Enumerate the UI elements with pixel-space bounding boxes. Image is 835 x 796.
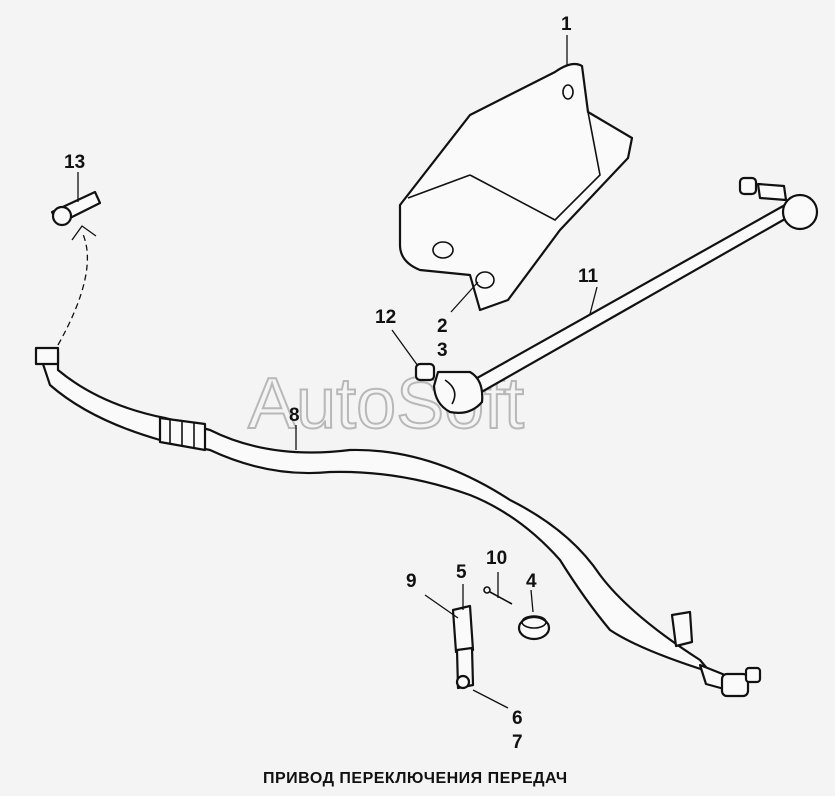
part-5-lever-link	[451, 604, 475, 690]
callout-1: 1	[561, 14, 572, 35]
callout-5: 5	[456, 562, 467, 583]
part-13-bolt	[50, 190, 102, 227]
callout-2: 2	[437, 316, 448, 337]
callout-8: 8	[289, 405, 300, 426]
callout-7: 7	[512, 732, 523, 753]
callout-12: 12	[375, 307, 396, 328]
callout-3: 3	[437, 340, 448, 361]
leader-lines	[77, 35, 598, 709]
callout-6: 6	[512, 708, 523, 729]
diagram-caption: ПРИВОД ПЕРЕКЛЮЧЕНИЯ ПЕРЕДАЧ	[263, 770, 568, 787]
part-4-clip	[517, 615, 551, 641]
callout-11: 11	[578, 266, 599, 287]
part-12-ball-joint	[414, 362, 484, 414]
part-8-shift-rod	[34, 346, 762, 698]
callout-10: 10	[486, 548, 507, 569]
assembly-arrow-head	[71, 225, 97, 241]
part-10-cotter-pin	[483, 586, 513, 605]
callout-9: 9	[406, 571, 417, 592]
callout-13: 13	[64, 152, 85, 173]
callout-4: 4	[526, 571, 537, 592]
part-1-bracket	[398, 62, 634, 312]
assembly-arrow	[57, 231, 88, 346]
